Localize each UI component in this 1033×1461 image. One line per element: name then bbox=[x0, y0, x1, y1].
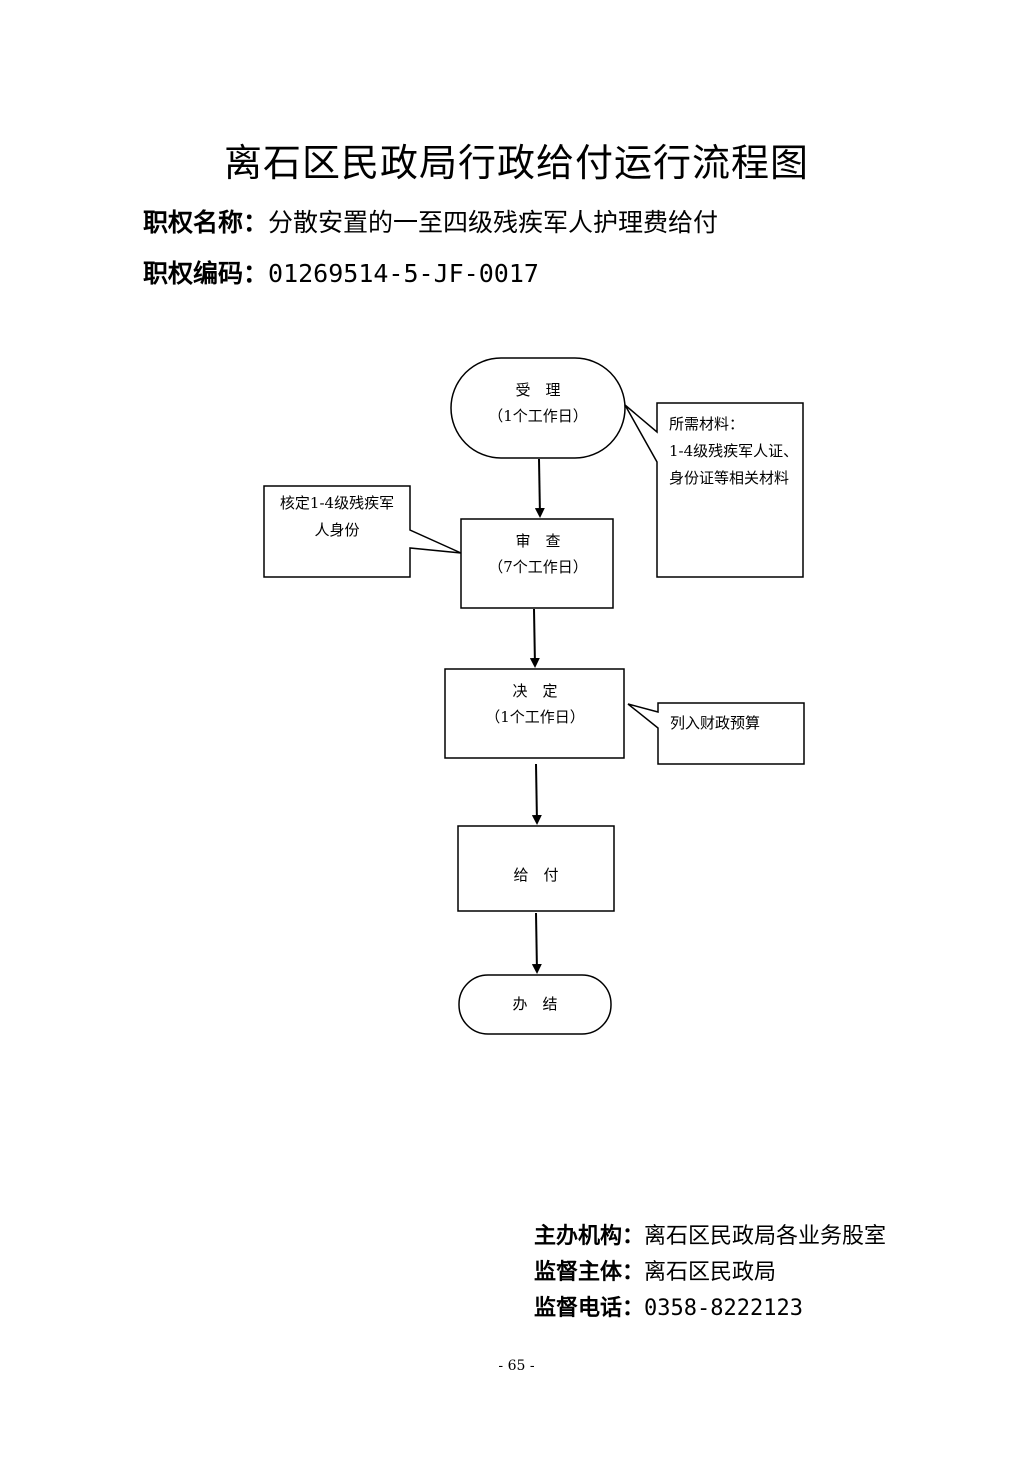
step-pay: 给 付 bbox=[457, 825, 615, 912]
footer-organizer-label: 主办机构： bbox=[534, 1223, 645, 1249]
step-decide-days: （1个工作日） bbox=[485, 708, 585, 726]
note-budget-line1: 列入财政预算 bbox=[670, 714, 760, 732]
footer-supervisor: 监督主体：离石区民政局 bbox=[534, 1254, 776, 1286]
note-verify-line1: 核定1-4级残疾军 bbox=[280, 494, 394, 512]
page-title: 离石区民政局行政给付运行流程图 bbox=[223, 141, 809, 185]
step-review-days: （7个工作日） bbox=[488, 558, 588, 576]
footer-phone-value: 0358-8222123 bbox=[644, 1296, 803, 1321]
note-materials: 所需材料： 1-4级残疾军人证、 身份证等相关材料 bbox=[624, 402, 804, 578]
note-verify: 核定1-4级残疾军 人身份 bbox=[263, 485, 462, 578]
note-verify-line2: 人身份 bbox=[314, 521, 359, 539]
step-accept-label: 受 理 bbox=[515, 381, 560, 399]
arrow-pay-finish bbox=[531, 912, 542, 974]
footer-organizer: 主办机构：离石区民政局各业务股室 bbox=[534, 1218, 886, 1250]
page-number: - 65 - bbox=[498, 1358, 535, 1374]
footer-supervisor-label: 监督主体： bbox=[534, 1259, 645, 1285]
step-accept-days: （1个工作日） bbox=[488, 407, 588, 425]
step-review-label: 审 查 bbox=[515, 532, 560, 550]
note-budget: 列入财政预算 bbox=[627, 702, 805, 765]
footer-phone: 监督电话：0358-8222123 bbox=[534, 1290, 803, 1322]
step-accept: 受 理 （1个工作日） bbox=[450, 357, 626, 459]
arrow-accept-review bbox=[534, 458, 545, 518]
arrow-decide-pay bbox=[531, 763, 542, 825]
footer-organizer-value: 离石区民政局各业务股室 bbox=[644, 1224, 887, 1249]
step-decide-label: 决 定 bbox=[512, 682, 557, 700]
footer-phone-label: 监督电话： bbox=[534, 1295, 645, 1321]
arrow-review-decide bbox=[529, 608, 540, 668]
step-decide: 决 定 （1个工作日） bbox=[444, 668, 625, 759]
power-code: 职权编码：01269514-5-JF-0017 bbox=[143, 254, 539, 290]
power-code-label: 职权编码： bbox=[143, 259, 269, 288]
step-review: 审 查 （7个工作日） bbox=[460, 518, 614, 609]
footer-supervisor-value: 离石区民政局 bbox=[644, 1260, 777, 1285]
power-name-label: 职权名称： bbox=[143, 208, 269, 237]
note-materials-line3: 身份证等相关材料 bbox=[669, 469, 789, 487]
step-pay-label: 给 付 bbox=[513, 866, 558, 884]
power-name: 职权名称：分散安置的一至四级残疾军人护理费给付 bbox=[143, 203, 718, 239]
note-materials-line2: 1-4级残疾军人证、 bbox=[669, 442, 798, 460]
power-code-value: 01269514-5-JF-0017 bbox=[268, 259, 539, 288]
step-finish-label: 办 结 bbox=[512, 995, 557, 1013]
power-name-value: 分散安置的一至四级残疾军人护理费给付 bbox=[268, 208, 719, 237]
note-materials-line1: 所需材料： bbox=[669, 415, 744, 433]
step-finish: 办 结 bbox=[458, 974, 612, 1035]
